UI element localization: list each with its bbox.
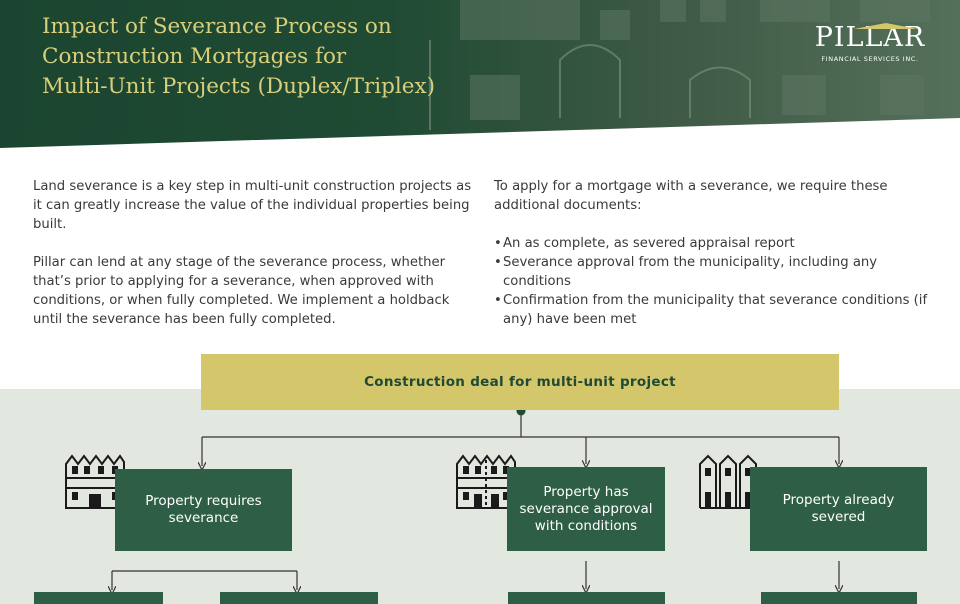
flow-root-label: Construction deal for multi-unit project: [364, 374, 676, 390]
branch-label: Property has severance approval with con…: [519, 483, 653, 534]
bullet: •: [494, 255, 502, 270]
title-line-1: Impact of Severance Process on: [42, 14, 392, 39]
requirements-list: •An as complete, as severed appraisal re…: [494, 234, 939, 329]
intro-left-column: Land severance is a key step in multi-un…: [33, 177, 478, 348]
row-house-icon: [456, 454, 516, 509]
branch-box-approval-with-conditions: Property has severance approval with con…: [507, 467, 665, 551]
branch-label: Property already severed: [782, 492, 895, 525]
title-line-3: Multi-Unit Projects (Duplex/Triplex): [42, 74, 436, 99]
title-line-2: Construction Mortgages for: [42, 44, 347, 69]
header-background: [0, 0, 960, 148]
requirement-item: •An as complete, as severed appraisal re…: [494, 234, 939, 253]
branch-box-requires-severance: Property requires severance: [115, 469, 292, 551]
pillar-logo: PILLAR FINANCIAL SERVICES INC.: [814, 22, 926, 63]
triplex-house-icon: [699, 454, 758, 509]
branch-label: Property requires severance: [145, 493, 262, 526]
intro-paragraph-1: Land severance is a key step in multi-un…: [33, 179, 472, 232]
flow-root-box: Construction deal for multi-unit project: [201, 354, 839, 410]
intro-right-column: To apply for a mortgage with a severance…: [494, 177, 939, 329]
bullet: •: [494, 293, 502, 308]
requirement-item: •Severance approval from the municipalit…: [494, 253, 939, 291]
requirement-text: Severance approval from the municipality…: [503, 255, 878, 289]
intro-paragraph-2: Pillar can lend at any stage of the seve…: [33, 255, 450, 327]
requirement-text: An as complete, as severed appraisal rep…: [503, 236, 795, 251]
requirement-text: Confirmation from the municipality that …: [503, 293, 928, 327]
bullet: •: [494, 236, 502, 251]
branch-box-already-severed: Property already severed: [750, 467, 927, 551]
header-banner: Impact of Severance Process on Construct…: [0, 0, 960, 150]
requirement-item: •Confirmation from the municipality that…: [494, 291, 939, 329]
page-title: Impact of Severance Process on Construct…: [42, 12, 435, 102]
logo-subtitle: FINANCIAL SERVICES INC.: [821, 55, 919, 63]
requirements-intro: To apply for a mortgage with a severance…: [494, 179, 888, 213]
logo-roof-mark: [854, 23, 918, 29]
